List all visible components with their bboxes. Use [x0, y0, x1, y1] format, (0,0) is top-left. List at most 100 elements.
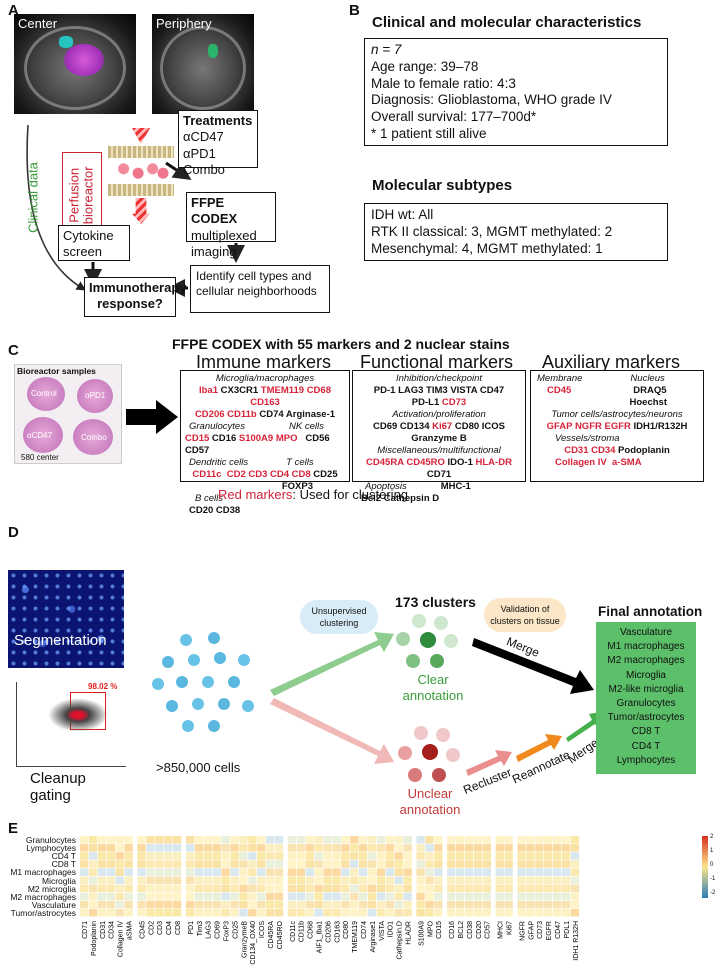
heatmap-cell	[504, 900, 513, 909]
heatmap-cell	[434, 860, 443, 868]
heatmap-cell	[526, 876, 535, 884]
heatmap-cell	[447, 836, 456, 844]
heatmap-cell	[495, 892, 504, 901]
heatmap-cell	[323, 908, 332, 917]
codex-sub: multiplexed imaging	[191, 227, 257, 259]
final-item: Microglia	[625, 669, 666, 681]
heatmap-cell	[296, 876, 305, 884]
heatmap-cell	[221, 844, 230, 852]
heatmap-cell	[535, 884, 544, 893]
heatmap-cell	[526, 844, 535, 852]
heatmap-cell	[376, 868, 386, 876]
heatmap-cell	[164, 908, 173, 917]
heatmap-cell	[212, 884, 221, 893]
heatmap-cell	[447, 844, 456, 852]
unsupervised-bubble: Unsupervised clustering	[300, 600, 378, 634]
cells-count: >850,000 cells	[156, 760, 241, 775]
heatmap-cell	[239, 908, 248, 917]
heatmap-cell	[266, 876, 275, 884]
heatmap-cell	[314, 884, 323, 893]
heatmap-cell	[425, 844, 434, 852]
heatmap-cell	[230, 876, 239, 884]
heatmap-cell	[570, 900, 580, 909]
heatmap-cell	[137, 876, 146, 884]
heatmap-column-label: CD38	[467, 921, 474, 939]
heatmap-cell	[341, 844, 350, 852]
heatmap-cell	[88, 900, 98, 909]
heatmap-cell	[517, 844, 526, 852]
red-markers-key: Red markers	[218, 487, 293, 502]
heatmap-cell	[287, 908, 297, 917]
heatmap-cell	[296, 900, 305, 909]
heatmap-cell	[97, 836, 107, 844]
heatmap-cell	[416, 852, 425, 860]
heatmap-cell	[80, 836, 89, 844]
heatmap-column-label: CD25	[232, 921, 239, 939]
heatmap-cell	[221, 876, 230, 884]
heatmap-cell	[266, 884, 275, 893]
heatmap-cell	[456, 844, 465, 852]
heatmap-cell	[341, 884, 350, 893]
sample-label: Control	[31, 389, 57, 398]
heatmap-cell	[212, 892, 221, 901]
heatmap-cell	[287, 884, 297, 893]
heatmap-cell	[517, 868, 526, 876]
heatmap-cell	[544, 876, 553, 884]
bioreactor-illustration	[106, 128, 176, 228]
heatmap-cell	[173, 876, 182, 884]
heatmap-cell	[137, 844, 146, 852]
heatmap-cell	[535, 876, 544, 884]
heatmap-column-label: CD45	[139, 921, 146, 939]
mri-center-image: Center	[14, 14, 136, 114]
heatmap-row-label: Vasculature	[31, 899, 76, 910]
functional-markers-box: Inhibition/checkpoint PD-1 LAG3 TIM3 VIS…	[352, 370, 526, 504]
sample-label: αCD47	[27, 431, 53, 440]
heatmap-cell	[106, 876, 115, 884]
heatmap-row-label: Granulocytes	[25, 835, 76, 845]
heatmap-cell	[173, 908, 182, 917]
merge-black-arrow	[472, 638, 594, 694]
heatmap-cell	[561, 876, 571, 884]
heatmap-cell	[146, 868, 155, 876]
heatmap-cell	[403, 852, 412, 860]
heatmap-cell	[332, 868, 341, 876]
heatmap-cell	[561, 836, 571, 844]
heatmap-column-label: IDH1 R132H	[573, 921, 580, 961]
heatmap-cell	[203, 884, 212, 893]
heatmap-cell	[526, 884, 535, 893]
heatmap-cell	[473, 836, 483, 844]
heatmap-cell	[80, 900, 89, 909]
heatmap-cell	[341, 852, 350, 860]
heatmap-cell	[323, 852, 332, 860]
heatmap-cell	[146, 860, 155, 868]
heatmap-cell	[403, 844, 412, 852]
heatmap-cell	[447, 868, 456, 876]
heatmap-cell	[173, 900, 182, 909]
heatmap-cell	[266, 852, 275, 860]
heatmap-column-label: CD11c	[290, 921, 297, 942]
heatmap-cell	[173, 892, 182, 901]
heatmap-cell	[137, 908, 146, 917]
heatmap-cell	[385, 868, 394, 876]
heatmap-cell	[146, 836, 155, 844]
final-item: CD8 T	[631, 726, 661, 738]
heatmap-cell	[495, 900, 504, 909]
heatmap-column-label: CD45RO	[277, 920, 284, 949]
heatmap-cell	[350, 908, 359, 917]
heatmap-cell	[385, 884, 394, 893]
panel-c-label: C	[8, 342, 19, 359]
heatmap-cell	[124, 860, 133, 868]
heatmap-cell	[124, 868, 133, 876]
heatmap-cell	[323, 892, 332, 901]
heatmap-cell	[164, 876, 173, 884]
heatmap-cell	[434, 844, 443, 852]
heatmap-cell	[194, 900, 204, 909]
heatmap-cell	[416, 908, 425, 917]
heatmap-cell	[482, 844, 491, 852]
heatmap-cell	[447, 876, 456, 884]
heatmap-cell	[124, 876, 133, 884]
heatmap-column-label: Tim3	[197, 921, 204, 936]
clinical-line: * 1 patient still alive	[371, 125, 487, 141]
heatmap-cell	[80, 852, 89, 860]
heatmap-column-label: VISTA	[379, 921, 386, 941]
